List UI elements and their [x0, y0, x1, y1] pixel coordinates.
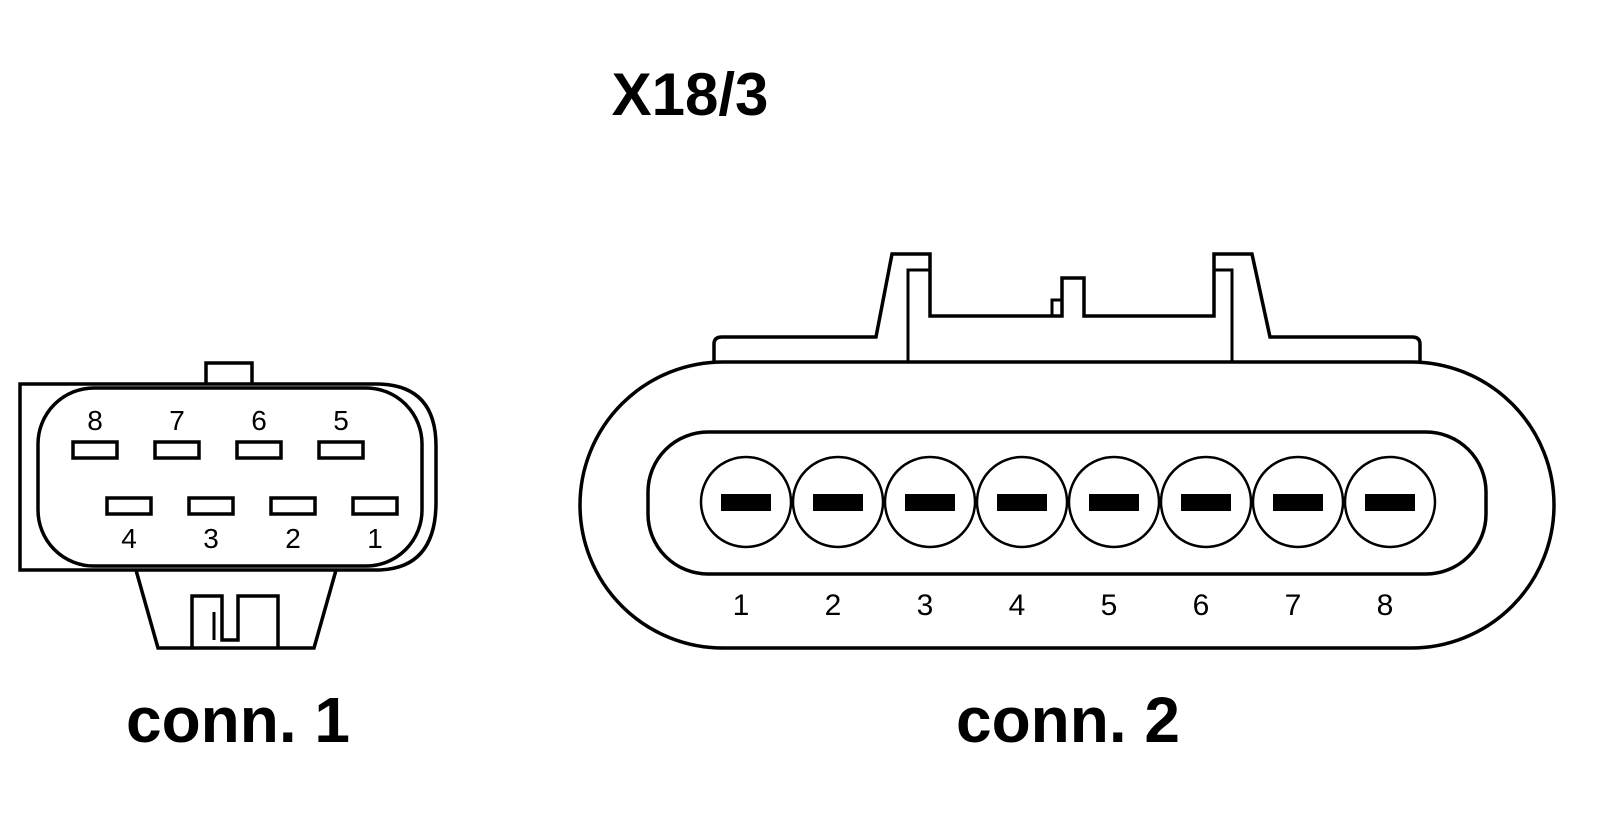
connector-1-pin-number: 7	[169, 405, 185, 436]
connector-1-pin-slot	[71, 440, 119, 460]
connector-1-label: conn. 1	[126, 684, 350, 756]
connector-2-pin-blade	[813, 494, 863, 511]
connector-1-pin-slot	[269, 496, 317, 516]
connector-2-pin-blade	[1181, 494, 1231, 511]
connector-2-pin-blade	[1089, 494, 1139, 511]
connector-1-key-tab	[204, 361, 254, 387]
connector-2-latch	[712, 252, 1422, 362]
connector-1-bottom-row: 4 3 2 1	[105, 496, 399, 554]
connector-2-latch-inner	[906, 268, 1234, 362]
connector-2-pin-blade	[905, 494, 955, 511]
connector-1-pin-number: 8	[87, 405, 103, 436]
connector-1-pin-number: 6	[251, 405, 267, 436]
connector-1-latch	[130, 555, 342, 650]
connector-2: 1 2 3 4 5 6 7 8 conn. 2	[578, 252, 1556, 756]
connector-2-pin-number: 6	[1193, 589, 1210, 622]
connector-1-pin-slot	[153, 440, 201, 460]
connector-1-pin-slot	[235, 440, 283, 460]
connector-2-pin-number: 7	[1285, 589, 1302, 622]
connector-2-pins: 1 2 3 4 5 6 7 8	[699, 455, 1437, 622]
connector-1-pin-number: 5	[333, 405, 349, 436]
connector-1-latch-notch	[190, 594, 280, 648]
connector-2-pin-blade	[721, 494, 771, 511]
connector-1-pin-slot	[105, 496, 153, 516]
connector-2-pin-blade	[997, 494, 1047, 511]
connector-2-pin-number: 5	[1101, 589, 1118, 622]
connector-2-pin-number: 8	[1377, 589, 1394, 622]
connector-2-pin-blade	[1273, 494, 1323, 511]
connector-1-top-row: 8 7 6 5	[71, 405, 365, 460]
connector-1-pin-slot	[351, 496, 399, 516]
connector-1-pin-slot	[187, 496, 235, 516]
connector-2-pin-number: 2	[825, 589, 842, 622]
connector-1: 8 7 6 5 4 3 2 1 conn. 1	[18, 361, 438, 756]
connector-2-label: conn. 2	[956, 684, 1180, 756]
connector-2-pin-number: 1	[733, 589, 750, 622]
connector-1-pin-number: 4	[121, 523, 137, 554]
connector-2-pin-number: 4	[1009, 589, 1026, 622]
connector-1-pin-slot	[317, 440, 365, 460]
connector-1-pin-number: 1	[367, 523, 383, 554]
diagram-title: X18/3	[612, 61, 769, 128]
connector-2-pin-blade	[1365, 494, 1415, 511]
connector-1-face	[36, 386, 424, 568]
connector-1-pin-number: 2	[285, 523, 301, 554]
connector-1-pin-number: 3	[203, 523, 219, 554]
connector-2-pin-number: 3	[917, 589, 934, 622]
